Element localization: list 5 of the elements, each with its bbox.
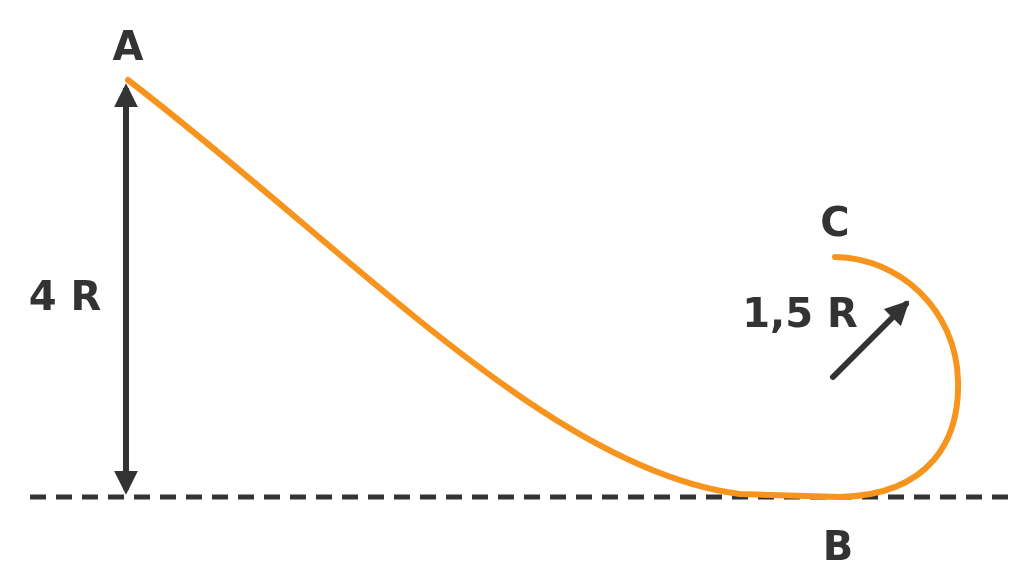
dimension-label: 1,5 R bbox=[742, 293, 858, 333]
point-label: B bbox=[822, 526, 854, 566]
dimension-label: 4 R bbox=[28, 276, 102, 316]
point-label: A bbox=[112, 26, 144, 66]
point-label: C bbox=[820, 202, 850, 242]
